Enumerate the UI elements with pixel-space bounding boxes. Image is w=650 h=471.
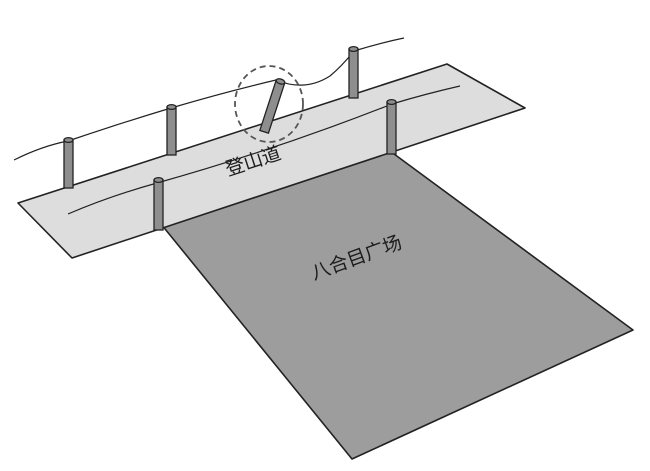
post-front-2 [386,98,397,155]
post-back-2 [166,103,177,156]
post-back-3 [348,45,359,99]
front-rope [67,85,461,215]
highlight-circle [234,65,304,143]
trail-strip [17,63,526,259]
post-front-1 [153,176,164,231]
tilted-post [259,78,286,135]
post-back-1 [63,136,74,189]
